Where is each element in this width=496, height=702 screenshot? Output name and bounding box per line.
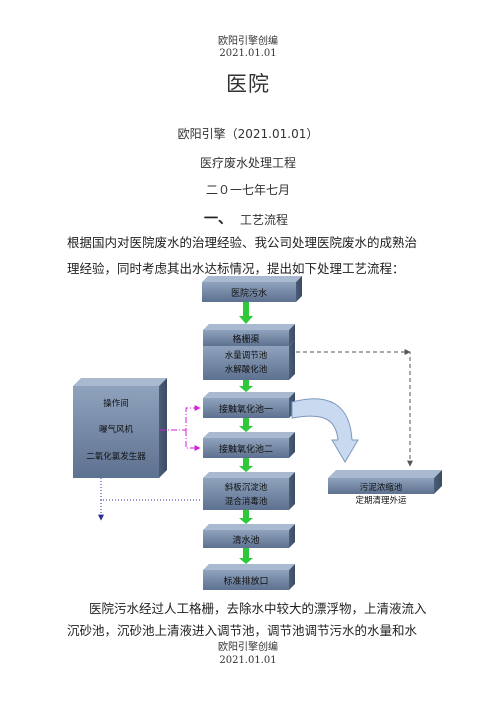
- node-settling-disinfection: 斜板沉淀池 混合消毒池: [203, 472, 295, 510]
- page-title: 医院: [226, 72, 270, 96]
- sludge-thickener-label: 污泥浓缩池: [360, 482, 403, 493]
- node-regulating-label: 水量调节池: [225, 350, 268, 361]
- flow-arrow-1: [239, 302, 253, 324]
- node-contact-oxidation-1: 接触氧化池一: [203, 392, 295, 418]
- disinfectant-line: [98, 478, 200, 521]
- node-contact-oxidation-2: 接触氧化池二: [203, 432, 295, 458]
- node-regulating-hydrolysis: 水量调节池 水解酸化池: [203, 340, 295, 380]
- flow-arrow-3: [239, 418, 253, 432]
- section-title: 工艺流程: [240, 213, 289, 227]
- author-line: 欧阳引擎（2021.01.01）: [177, 127, 319, 141]
- node-discharge-outlet-label: 标准排放口: [223, 575, 268, 587]
- node-hospital-sewage-label: 医院污水: [231, 287, 267, 299]
- footer-date: 2021.01.01: [219, 655, 277, 666]
- intro-line-2: 理经验，同时考虑其出水达标情况，提出如下处理工艺流程：: [67, 261, 405, 276]
- doc-date: 二０一七年七月: [205, 183, 290, 197]
- node-hydrolysis-label: 水解酸化池: [225, 364, 268, 375]
- air-supply-lines: [160, 405, 201, 451]
- header-date: 2021.01.01: [219, 48, 277, 59]
- doc-subtitle: 医疗废水处理工程: [199, 156, 296, 170]
- node-contact-oxidation-1-label: 接触氧化池一: [219, 403, 273, 415]
- node-hospital-sewage: 医院污水: [202, 276, 302, 302]
- body-line-1: 医院污水经过人工格栅，去除水中较大的漂浮物，上清液流入: [89, 601, 427, 616]
- intro-line-1: 根据国内对医院废水的治理经验、我公司处理医院废水的成熟治: [67, 235, 418, 250]
- flow-arrow-5: [239, 510, 253, 524]
- node-clear-water: 清水池: [203, 524, 295, 548]
- chlorine-dioxide-generator-label: 二氧化氯发生器: [86, 451, 146, 462]
- node-sludge-thickener: 污泥浓缩池 定期清理外运: [328, 470, 442, 506]
- node-contact-oxidation-2-label: 接触氧化池二: [219, 443, 273, 455]
- header-author: 欧阳引擎创编: [218, 36, 278, 47]
- flow-arrow-6: [239, 548, 253, 564]
- flow-arrow-4: [239, 458, 253, 472]
- node-grid-channel-label: 格栅渠: [232, 333, 259, 345]
- footer-author: 欧阳引擎创编: [218, 642, 278, 653]
- sludge-return-arrow: [291, 398, 359, 463]
- node-settling-label: 斜板沉淀池: [225, 482, 268, 493]
- node-equipment-room: 操作间 曝气风机 二氧化氯发生器: [73, 378, 167, 478]
- body-line-2: 沉砂池，沉砂池上清液进入调节池，调节池调节污水的水量和水: [67, 623, 418, 638]
- node-discharge-outlet: 标准排放口: [203, 564, 295, 590]
- equipment-room-label: 操作间: [103, 398, 129, 409]
- section-number: 一、: [204, 211, 232, 227]
- node-disinfection-label: 混合消毒池: [225, 496, 268, 507]
- main-flow-arrows: [239, 302, 253, 564]
- sludge-removal-label: 定期清理外运: [355, 495, 407, 506]
- flow-arrow-2: [239, 380, 253, 392]
- aeration-blower-label: 曝气风机: [99, 424, 134, 435]
- node-clear-water-label: 清水池: [232, 534, 259, 546]
- node-grid-channel: 格栅渠: [203, 324, 295, 346]
